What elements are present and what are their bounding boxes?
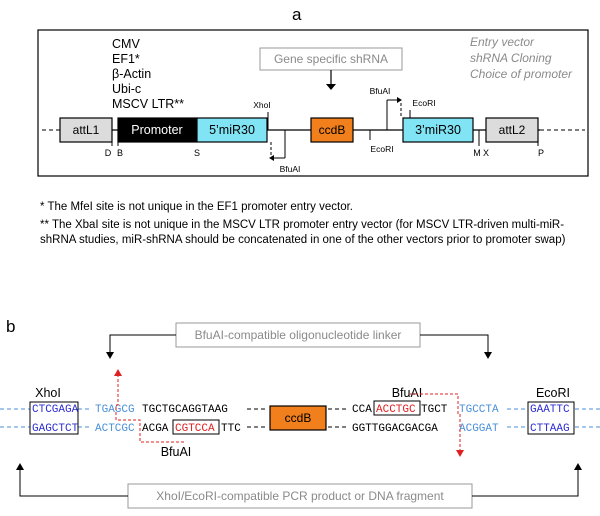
attl1-label: attL1 bbox=[73, 123, 100, 137]
caption-line: shRNA Cloning bbox=[470, 51, 552, 65]
promoter-item: MSCV LTR** bbox=[112, 97, 184, 111]
site-p-label: P bbox=[538, 148, 544, 158]
promoter-label: Promoter bbox=[131, 123, 182, 137]
attl2-box bbox=[485, 117, 539, 143]
ccdb-box bbox=[310, 117, 354, 143]
right-top-red-seq: ACCTGC bbox=[376, 404, 416, 416]
promoter-item: CMV bbox=[112, 37, 140, 51]
mir30-5-box bbox=[196, 117, 268, 143]
attl1-box bbox=[59, 117, 113, 143]
right-top-black2-seq: TGCT bbox=[421, 404, 448, 416]
site-b-label: B bbox=[117, 148, 123, 158]
left-bottom-black1-seq: ACGA bbox=[142, 423, 169, 435]
footnote-ef1: * The MfeI site is not unique in the EF1… bbox=[40, 201, 353, 213]
left-cut-arrowhead bbox=[114, 369, 122, 376]
xhoi-bottom-seq: GAGCTCT bbox=[32, 423, 79, 435]
left-bottom-blue-seq: ACTCGC bbox=[95, 423, 135, 435]
gene-shrna-label: Gene specific shRNA bbox=[274, 52, 388, 66]
right-bottom-blue-seq: ACGGAT bbox=[459, 423, 499, 435]
xhoi-seq-box bbox=[29, 401, 79, 435]
left-cut-marker bbox=[115, 374, 186, 443]
promoter-item: β-Actin bbox=[112, 67, 151, 81]
pcr-left-arrow-line bbox=[19, 470, 128, 497]
promoter-list: CMV EF1* β-Actin Ubi-c MSCV LTR** bbox=[112, 37, 184, 111]
ecori-bottom-label: EcoRI bbox=[370, 144, 393, 154]
pcr-label: XhoI/EcoRI-compatible PCR product or DNA… bbox=[156, 489, 444, 503]
promoter-item: Ubi-c bbox=[112, 82, 141, 96]
ecori-b-label: EcoRI bbox=[536, 386, 570, 400]
ecori-top-label: EcoRI bbox=[412, 98, 435, 108]
left-top-blue-seq: TGAGCG bbox=[95, 404, 135, 416]
caption-line: Choice of promoter bbox=[470, 67, 573, 81]
site-d-label: D bbox=[105, 148, 112, 158]
panel-b-label: b bbox=[6, 317, 15, 336]
promoter-item: EF1* bbox=[112, 52, 140, 66]
left-bottom-black2-seq: TTC bbox=[221, 423, 241, 435]
panel-a-label: a bbox=[292, 5, 302, 24]
footnote-mscv: ** The XbaI site is not unique in the MS… bbox=[40, 219, 566, 246]
ecori-seq-box bbox=[527, 401, 575, 435]
bfuai-top-label: BfuAI bbox=[370, 86, 391, 96]
bfuai-left-label: BfuAI bbox=[161, 445, 192, 459]
site-m-label: M bbox=[473, 148, 481, 158]
ecori-bottom-seq: CTTAAG bbox=[530, 423, 570, 435]
pcr-right-arrow-line bbox=[472, 470, 579, 497]
left-bfuai-box bbox=[172, 419, 220, 435]
side-caption: Entry vector shRNA Cloning Choice of pro… bbox=[470, 35, 573, 81]
bfuai-bottom-label: BfuAI bbox=[280, 164, 301, 174]
pcr-box bbox=[127, 483, 473, 509]
site-s-label: S bbox=[194, 148, 200, 158]
bfuai-right-label: BfuAI bbox=[392, 386, 423, 400]
ccdb-b-box bbox=[269, 405, 327, 431]
linker-label: BfuAI-compatible oligonucleotide linker bbox=[195, 328, 402, 342]
ccdb-label: ccdB bbox=[319, 123, 346, 137]
ccdb-b-label: ccdB bbox=[285, 411, 312, 425]
promoter-box bbox=[117, 117, 197, 143]
ecori-top-seq: GAATTC bbox=[530, 404, 570, 416]
left-bottom-red-seq: CGTCCA bbox=[175, 423, 215, 435]
attl2-label: attL2 bbox=[499, 123, 526, 137]
right-cut-marker bbox=[410, 393, 461, 450]
linker-left-arrow-line bbox=[109, 334, 176, 352]
pcr-right-arrowhead bbox=[574, 463, 582, 470]
gene-arrow-head bbox=[326, 84, 336, 90]
left-top-black-seq: TGCTGCAGGTAAG bbox=[142, 404, 228, 416]
bfuai-bottom-arrowhead bbox=[269, 155, 274, 161]
mir30-3-box bbox=[402, 117, 474, 143]
linker-right-arrow-line bbox=[420, 334, 489, 352]
right-cut-arrowhead bbox=[456, 450, 464, 457]
right-bfuai-box bbox=[373, 400, 421, 416]
linker-right-arrowhead bbox=[484, 352, 492, 359]
xhoi-top-seq: CTCGAGA bbox=[32, 404, 79, 416]
right-top-blue-seq: TGCCTA bbox=[459, 404, 499, 416]
pcr-left-arrowhead bbox=[16, 463, 24, 470]
xhoi-label: XhoI bbox=[253, 100, 271, 110]
right-top-black1-seq: CCA bbox=[352, 404, 372, 416]
linker-left-arrowhead bbox=[106, 352, 114, 359]
mir30-3-label: 3’miR30 bbox=[415, 123, 461, 137]
site-x-label: X bbox=[483, 148, 489, 158]
caption-line: Entry vector bbox=[470, 35, 535, 49]
bfuai-top-arrowhead bbox=[397, 97, 402, 103]
mir30-5-label: 5’miR30 bbox=[209, 123, 255, 137]
right-bottom-black-seq: GGTTGGACGACGA bbox=[352, 423, 438, 435]
xhoi-b-label: XhoI bbox=[35, 386, 61, 400]
entry-vector-frame bbox=[37, 29, 589, 177]
